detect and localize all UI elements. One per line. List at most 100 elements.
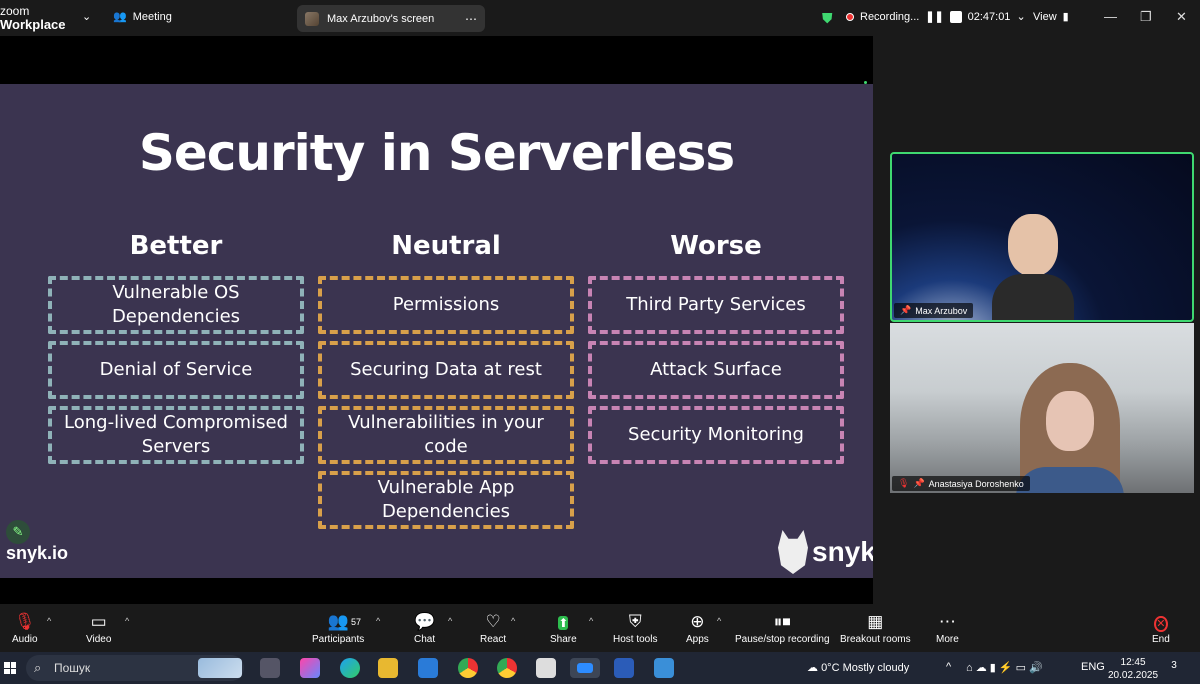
file-explorer-icon[interactable]: [378, 658, 398, 678]
minimize-icon[interactable]: —: [1104, 9, 1117, 24]
share-button[interactable]: ⬆ Share: [550, 612, 577, 645]
edge-icon[interactable]: [340, 658, 360, 678]
participants-options-chevron-icon[interactable]: ^: [376, 616, 381, 626]
participants-button[interactable]: 👥 Participants: [312, 612, 364, 645]
shared-screen-pill[interactable]: Max Arzubov's screen ⋯: [297, 5, 485, 32]
pause-recording-icon[interactable]: ❚❚: [925, 11, 944, 23]
word-icon[interactable]: [614, 658, 634, 678]
restore-icon[interactable]: ❐: [1140, 9, 1152, 24]
taskbar-clock[interactable]: 12:45 20.02.2025: [1108, 656, 1158, 682]
show-hidden-icons-chevron-icon[interactable]: ^: [946, 661, 952, 673]
chevron-down-icon: ⌄: [1016, 11, 1026, 23]
meeting-timer[interactable]: ◷ 02:47:01 ⌄: [952, 10, 1026, 24]
notifications-count: 3: [1171, 660, 1177, 671]
audio-options-chevron-icon[interactable]: ^: [47, 616, 52, 626]
zoom-logo-line2: Workplace: [0, 17, 66, 32]
react-options-chevron-icon[interactable]: ^: [511, 616, 516, 626]
view-layout-icon: ▮: [1062, 11, 1069, 23]
avatar: [305, 11, 319, 26]
mic-muted-icon: 🎙: [898, 478, 910, 488]
participants-label: Participants: [312, 634, 365, 645]
participant-video-tile[interactable]: 🎙 📌 Anastasiya Doroshenko: [890, 323, 1194, 493]
chrome-profile-icon[interactable]: [497, 658, 517, 678]
mail-icon[interactable]: [418, 658, 438, 678]
shield-icon: ⛨: [628, 612, 642, 631]
host-tools-label: Host tools: [613, 634, 658, 645]
mic-muted-icon: 🎙: [13, 612, 36, 631]
more-options-icon[interactable]: ⋯: [465, 11, 477, 26]
end-call-icon: ✕: [1154, 616, 1168, 632]
audio-button[interactable]: 🎙 Audio: [12, 612, 38, 645]
breakout-rooms-button[interactable]: ▦ Breakout rooms: [840, 612, 911, 645]
share-screen-icon: ⬆: [558, 616, 569, 630]
view-button[interactable]: View ▮: [1033, 10, 1069, 24]
weather-text: 0°C Mostly cloudy: [821, 662, 910, 674]
apps-label: Apps: [686, 634, 709, 645]
participant-name: Anastasiya Doroshenko: [928, 478, 1024, 489]
stop-recording-icon[interactable]: [949, 10, 962, 23]
participant-video-image: [992, 214, 1074, 320]
worse-item: Third Party Services: [588, 276, 844, 334]
annotate-pen-icon[interactable]: ✎: [6, 520, 30, 544]
search-icon: ⌕: [34, 660, 42, 675]
participants-count: 57: [351, 617, 362, 627]
search-placeholder: Пошук: [54, 661, 91, 675]
chat-options-chevron-icon[interactable]: ^: [448, 616, 453, 626]
video-button[interactable]: ▭ Video: [86, 612, 111, 645]
audio-label: Audio: [12, 634, 38, 645]
recording-dot-icon: [846, 12, 854, 21]
weather-widget[interactable]: ☁ 0°C Mostly cloudy: [807, 661, 909, 674]
end-label: End: [1152, 634, 1170, 645]
task-view-icon[interactable]: [260, 658, 280, 678]
participant-video-tile[interactable]: 📌 Max Arzubov: [890, 152, 1194, 322]
view-label: View: [1033, 10, 1057, 23]
more-button[interactable]: ⋯ More: [936, 612, 959, 645]
clock-icon: ◷: [952, 11, 962, 23]
participant-name: Max Arzubov: [915, 305, 968, 316]
snyk-logo-text: snyk: [812, 536, 876, 567]
recording-status[interactable]: Recording... ❚❚: [846, 10, 962, 23]
apps-options-chevron-icon[interactable]: ^: [717, 616, 722, 626]
notifications-icon[interactable]: 3: [1166, 660, 1182, 676]
column-header-neutral: Neutral: [391, 231, 501, 261]
zoom-logo-line1: zoom: [0, 4, 30, 18]
zoom-taskbar-icon[interactable]: [570, 658, 600, 678]
react-button[interactable]: ♡ React: [480, 612, 506, 645]
search-highlight-icon[interactable]: [198, 658, 242, 678]
better-item: Denial of Service: [48, 341, 304, 399]
pause-stop-recording-button[interactable]: ⏸⏹ Pause/stop recording: [735, 612, 830, 645]
zoom-title-bar: zoom Workplace ⌄ 👥 Meeting Max Arzubov's…: [0, 0, 1200, 36]
end-button[interactable]: ✕ End: [1152, 612, 1170, 645]
close-icon[interactable]: ✕: [1176, 9, 1187, 24]
encryption-shield-icon[interactable]: ⛊: [822, 10, 833, 26]
participant-video-panel: 📌 Max Arzubov 🎙 📌 Anastasiya Doroshenko: [873, 36, 1200, 604]
host-tools-button[interactable]: ⛨ Host tools: [613, 612, 657, 645]
copilot-icon[interactable]: [300, 658, 320, 678]
app-menu-chevron-icon[interactable]: ⌄: [82, 11, 92, 23]
apps-button[interactable]: ⊕ Apps: [686, 612, 709, 645]
cloud-icon: ☁: [807, 662, 818, 674]
chrome-icon[interactable]: [458, 658, 478, 678]
breakout-rooms-label: Breakout rooms: [840, 634, 911, 645]
apps-icon: ⊕: [690, 612, 705, 631]
windows-start-icon[interactable]: [4, 662, 16, 674]
snyk-logo: snyk: [778, 530, 876, 574]
pin-icon: 📌: [913, 478, 925, 488]
participant-name-tag: 🎙 📌 Anastasiya Doroshenko: [892, 476, 1030, 491]
system-tray-icons[interactable]: ⌂ ☁ ▮ ⚡ ▭ 🔊: [966, 662, 1043, 674]
language-indicator[interactable]: ENG: [1081, 661, 1105, 673]
react-label: React: [480, 634, 507, 645]
camera-icon: ▭: [90, 612, 107, 631]
share-options-chevron-icon[interactable]: ^: [589, 616, 594, 626]
chat-button[interactable]: 💬 Chat: [414, 612, 435, 645]
clock-time: 12:45: [1120, 657, 1146, 668]
video-options-chevron-icon[interactable]: ^: [125, 616, 130, 626]
breakout-rooms-icon: ▦: [867, 612, 884, 631]
meeting-button[interactable]: 👥 Meeting: [113, 10, 172, 24]
photos-icon[interactable]: [654, 658, 674, 678]
pause-stop-icon: ⏸⏹: [773, 612, 791, 631]
calendar-app-icon[interactable]: [536, 658, 556, 678]
neutral-item: Permissions: [318, 276, 574, 334]
participants-icon: 👥: [327, 612, 349, 631]
meeting-toolbar: 🎙 Audio ^ ▭ Video ^ 👥 Participants 57 ^ …: [0, 604, 1200, 652]
